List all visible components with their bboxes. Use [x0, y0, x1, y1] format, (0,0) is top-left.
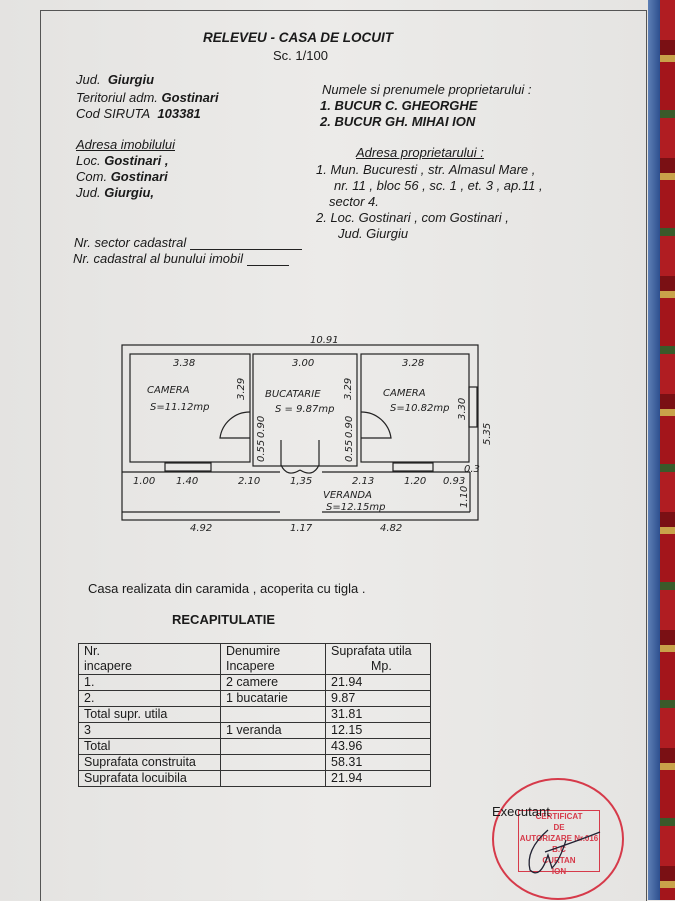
owner-address-line5: Jud. Giurgiu: [338, 226, 409, 241]
dim-room3-width: 3.28: [402, 358, 424, 369]
owner-address-line1: 1. Mun. Bucuresti , str. Almasul Mare ,: [316, 162, 536, 177]
owners-heading: Numele si prenumele proprietarului :: [322, 82, 532, 97]
dim-room1-depth: 3.29: [236, 378, 247, 400]
construction-description: Casa realizata din caramida , acoperita …: [88, 581, 366, 596]
dim-pier1: 0.55: [256, 440, 267, 462]
summary-title: RECAPITULATIE: [172, 612, 276, 627]
owner-address-line3: sector 4.: [329, 194, 379, 209]
veranda-area: S=12.15mp: [326, 502, 385, 513]
address-loc: Loc. Gostinari ,: [76, 153, 169, 168]
room1-name: CAMERA: [147, 385, 190, 396]
dim-front-2: 1.40: [176, 476, 198, 487]
owner-address-line4: 2. Loc. Gostinari , com Gostinari ,: [316, 210, 509, 225]
room2-name: BUCATARIE: [265, 389, 321, 400]
dim-door1: 0.90: [256, 416, 267, 438]
owner-1: 1. BUCUR C. GHEORGHE: [320, 98, 478, 113]
dim-front-7: 0.93: [443, 476, 465, 487]
dim-bottom-3: 4.82: [380, 523, 402, 534]
address-heading: Adresa imobilului: [76, 137, 175, 152]
dim-pier2: 0.55: [344, 440, 355, 462]
room1-area: S=11.12mp: [150, 402, 209, 413]
room3-area: S=10.82mp: [390, 403, 449, 414]
dim-door2: 0.90: [344, 416, 355, 438]
address-com: Com. Gostinari: [76, 169, 168, 184]
teritoriu-line: Teritoriul adm. Gostinari: [76, 90, 219, 105]
address-jud: Jud. Giurgiu,: [76, 185, 155, 200]
dim-bottom-2: 1.17: [290, 523, 313, 534]
dim-front-1: 1.00: [133, 476, 155, 487]
dim-front-4: 1,35: [290, 476, 312, 487]
sector-cadastral: Nr. sector cadastral: [74, 235, 302, 250]
dim-front-3: 2.10: [238, 476, 260, 487]
scale: Sc. 1/100: [273, 48, 328, 63]
background-carpet: [660, 0, 675, 900]
owner-address-line2: nr. 11 , bloc 56 , sc. 1 , et. 3 , ap.11…: [334, 178, 543, 193]
dim-corner: 0.3: [464, 464, 480, 475]
dim-total-width: 10.91: [310, 335, 339, 346]
dim-bottom-1: 4.92: [190, 523, 212, 534]
room2-area: S = 9.87mp: [275, 404, 334, 415]
dim-veranda-depth: 1.10: [459, 486, 470, 508]
dim-room2-width: 3.00: [292, 358, 314, 369]
dim-room3-depth: 3.30: [457, 398, 468, 420]
owner-2: 2. BUCUR GH. MIHAI ION: [320, 114, 476, 129]
room3-name: CAMERA: [383, 388, 426, 399]
owner-address-heading: Adresa proprietarului :: [356, 145, 484, 160]
dim-front-5: 2.13: [352, 476, 374, 487]
executant-label: Executant: [492, 804, 550, 819]
background-folder: [648, 0, 660, 900]
dim-front-6: 1.20: [404, 476, 426, 487]
jud-line: Jud. Giurgiu: [76, 72, 155, 87]
veranda-name: VERANDA: [323, 490, 372, 501]
dim-depth: 5.35: [482, 423, 493, 445]
document-frame: [40, 10, 647, 901]
dim-room1-width: 3.38: [173, 358, 195, 369]
document-title: RELEVEU - CASA DE LOCUIT: [203, 30, 394, 45]
siruta-line: Cod SIRUTA 103381: [76, 106, 201, 121]
dim-room2-depth: 3.29: [343, 378, 354, 400]
nr-cadastral: Nr. cadastral al bunului imobil: [73, 251, 289, 266]
